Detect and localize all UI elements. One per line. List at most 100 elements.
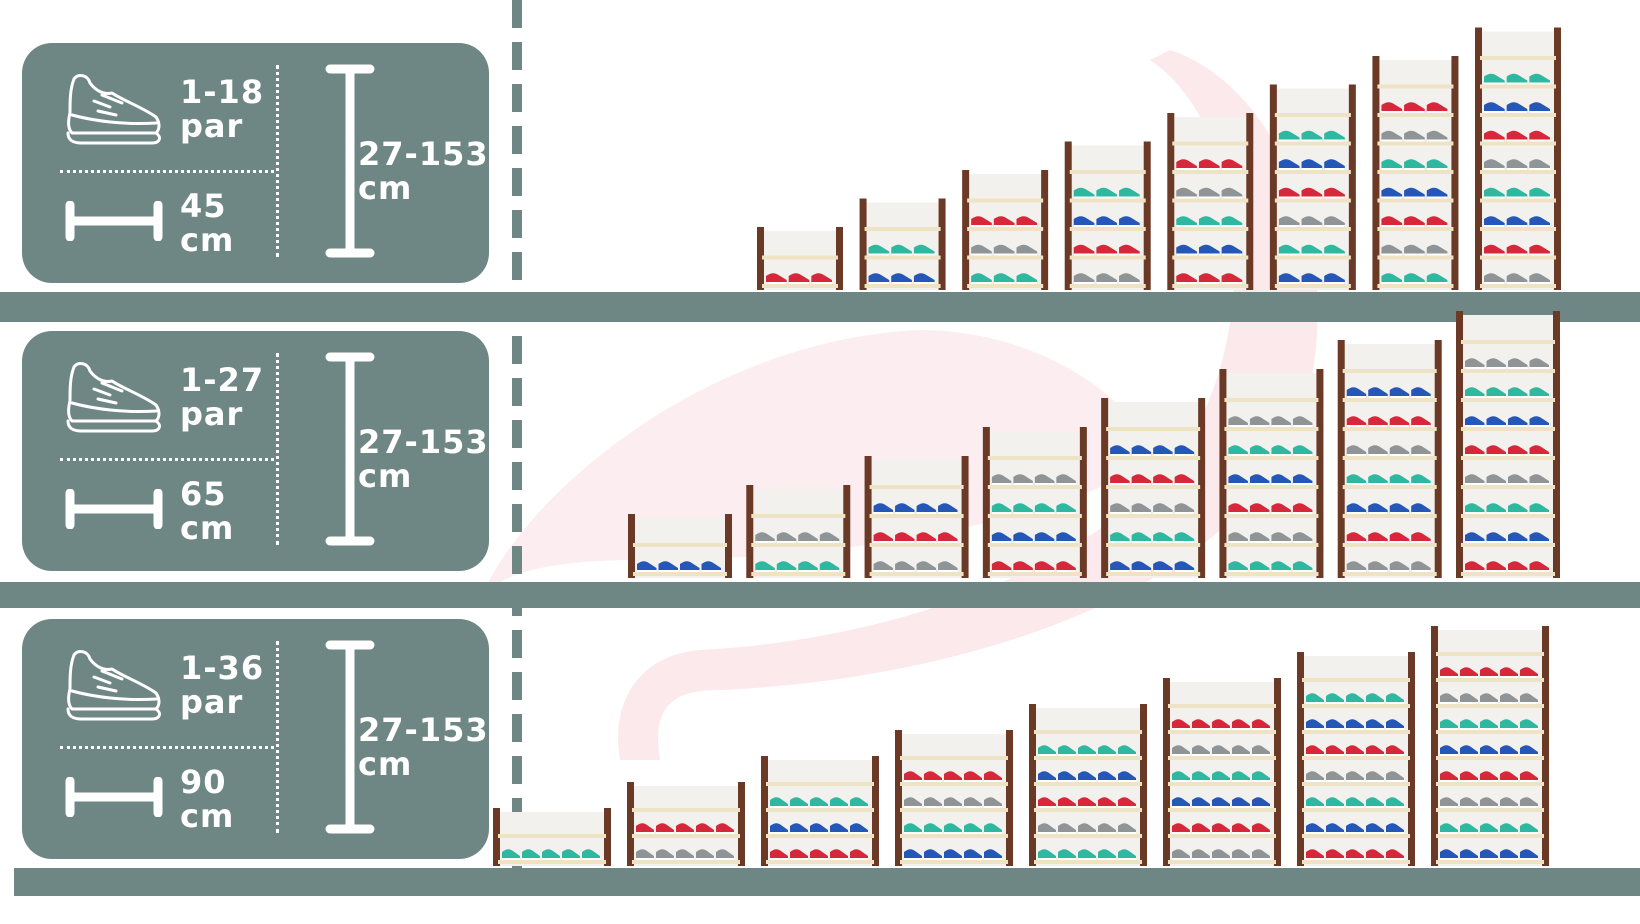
shoe (895, 532, 915, 543)
rack-post-right (938, 198, 946, 290)
shoe (696, 823, 714, 834)
shoe-sole (1013, 570, 1033, 572)
shoe-sole (1110, 570, 1130, 572)
rack-shelf (1461, 543, 1555, 547)
rack-shelf (900, 834, 1008, 838)
shoe (1198, 216, 1220, 227)
shoe (1440, 719, 1458, 730)
rack-shelf (987, 456, 1082, 460)
rack-shelf (1274, 170, 1351, 174)
shoe-sole (1346, 570, 1367, 572)
shoe (1034, 561, 1055, 572)
shoe (1038, 823, 1056, 834)
shoe-sole (1058, 754, 1076, 756)
shoe (1212, 849, 1230, 860)
rack-post-left (1269, 84, 1277, 290)
shoe-sole (1306, 858, 1324, 860)
shoe-sole (1034, 483, 1055, 485)
shoe (1426, 130, 1448, 142)
shoe-sole (1153, 454, 1173, 456)
shoe-sole (1460, 728, 1478, 730)
shoe-sole (1460, 780, 1478, 782)
shoe-sole (1326, 832, 1344, 834)
shoe-sole (1131, 483, 1152, 485)
shoe (1389, 561, 1410, 572)
shoe (830, 823, 848, 834)
shoe (1346, 719, 1364, 730)
shoe-sole (1426, 168, 1448, 170)
rack-post-left (1456, 311, 1463, 578)
rack-shelf (1172, 170, 1249, 174)
shoe-sole (1058, 806, 1076, 808)
rack-post-left (864, 456, 872, 578)
shoe-rack (864, 456, 969, 578)
shoe (1153, 532, 1173, 543)
shelf-band-2 (0, 582, 1640, 608)
shoe-sole (1426, 253, 1448, 256)
shoe-sole (1249, 512, 1270, 514)
shoe-sole (1221, 168, 1243, 170)
shoe-sole (1252, 728, 1270, 730)
shoe-sole (1118, 832, 1136, 834)
rack-shelf (1172, 227, 1249, 231)
shoe-sole (1508, 512, 1528, 514)
shoe-sole (1038, 780, 1056, 782)
shoe (1078, 771, 1096, 782)
shoe (1292, 416, 1313, 427)
shoe-sole (1278, 225, 1300, 227)
shoe (1058, 797, 1076, 808)
shoe-sole (776, 541, 797, 543)
rack-shelf (1480, 84, 1556, 89)
rack-shelf (1172, 255, 1249, 260)
rack-post-right (1408, 652, 1415, 866)
shoe-sole (1508, 425, 1528, 427)
rack-shelf (1274, 113, 1351, 117)
shoe-sole (1056, 570, 1076, 572)
rack-shelf (1034, 860, 1142, 864)
shoe-sole (1058, 858, 1076, 860)
rack-shelf (1274, 227, 1351, 231)
shoe-sole (1249, 570, 1270, 572)
shoe (1192, 745, 1210, 756)
shoe-sole (1119, 282, 1140, 284)
shoe-sole (1460, 806, 1478, 808)
shoe (1038, 797, 1056, 808)
shoe-sole (1278, 282, 1300, 284)
shoe (1484, 216, 1505, 227)
rack-shelf (632, 860, 740, 864)
shoe-sole (1366, 780, 1384, 782)
shoe-sole (1484, 168, 1505, 170)
shoe (1404, 187, 1425, 199)
shoe-sole (696, 832, 714, 834)
shoe (1306, 693, 1324, 704)
shoe-sole (1056, 512, 1076, 514)
shoe-sole (1174, 541, 1195, 543)
shoe (1381, 273, 1403, 284)
shoe (1381, 102, 1403, 113)
shoe-sole (1174, 512, 1195, 514)
shoe (1480, 797, 1498, 808)
shoe (1119, 244, 1140, 256)
shoe-sole (1034, 570, 1055, 572)
shoe (1278, 244, 1300, 256)
shoe (873, 561, 894, 572)
shoe-sole (938, 512, 958, 514)
shoe-sole (1465, 454, 1485, 456)
shoe (1411, 532, 1431, 543)
shoe (913, 244, 935, 256)
shoe-sole (810, 806, 828, 808)
shoe-sole (913, 282, 935, 284)
shoe-sole (637, 570, 657, 572)
shoe-sole (993, 282, 1015, 284)
shoe-sole (1386, 702, 1404, 704)
shoe-sole (1110, 541, 1130, 543)
rack-shelf (1106, 514, 1201, 518)
shoe-sole (1389, 425, 1410, 427)
shoe (1131, 561, 1152, 572)
shoe (790, 797, 808, 808)
width-bracket-icon (65, 777, 163, 817)
shoe (656, 823, 674, 834)
shoe (1078, 823, 1096, 834)
shoe-sole (1176, 225, 1197, 227)
shoe (916, 532, 937, 543)
